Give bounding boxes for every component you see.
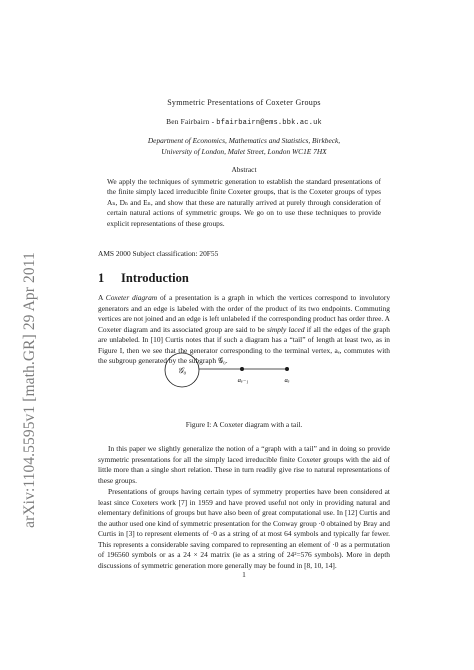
author-email: bfairbairn@ems.bbk.ac.uk: [216, 119, 322, 127]
affiliation-line-2: University of London, Malet Street, Lond…: [161, 147, 327, 156]
vertex-a-e-minus-1-label: aₑ₋₁: [238, 377, 249, 384]
intro-paragraph-2: In this paper we slightly generalize the…: [98, 444, 390, 485]
section-title: Introduction: [121, 271, 189, 285]
section-heading: 1 Introduction: [98, 271, 390, 286]
arxiv-side-stamp: arXiv:1104.5595v1 [math.GR] 29 Apr 2011: [19, 180, 41, 600]
vertex-a-e: [285, 367, 289, 371]
author-line: Ben Fairbairn - bfairbairn@ems.bbk.ac.uk: [98, 117, 390, 127]
abstract-text: We apply the techniques of symmetric gen…: [107, 177, 381, 228]
para1-text-c: if all the edges of the graph are unlabe…: [98, 324, 390, 366]
subgraph-node: [164, 352, 200, 388]
subgraph-node-label: 𝒢₀: [178, 366, 187, 375]
author-name: Ben Fairbairn -: [166, 117, 217, 126]
para1-term-coxeter-diagram: Coxeter diagram: [105, 293, 158, 302]
page-number: 1: [242, 570, 246, 579]
affiliation: Department of Economics, Mathematics and…: [98, 135, 390, 157]
figure-caption: Figure I: A Coxeter diagram with a tail.: [185, 420, 303, 429]
ams-classification: AMS 2000 Subject classification: 20F55: [98, 249, 219, 258]
abstract-heading: Abstract: [231, 165, 257, 174]
vertex-a-e-label: aₑ: [285, 377, 290, 384]
intro-paragraph-3: Presentations of groups having certain t…: [98, 487, 390, 570]
para1-text-b: of a presentation is a graph in which th…: [98, 293, 391, 334]
para1-term-simply-laced: simply laced: [266, 324, 305, 334]
affiliation-line-1: Department of Economics, Mathematics and…: [147, 136, 341, 145]
para1-text-a: A: [98, 293, 106, 302]
coxeter-diagram-figure: 𝒢₀ aₑ₋₁ aₑ: [164, 352, 290, 388]
arxiv-identifier: arXiv:1104.5595v1 [math.GR] 29 Apr 2011: [21, 252, 38, 528]
section-number: 1: [98, 271, 105, 285]
intro-paragraph-1: A Coxeter diagram of a presentation is a…: [98, 293, 390, 367]
paper-title: Symmetric Presentations of Coxeter Group…: [167, 98, 321, 107]
vertex-a-e-minus-1: [240, 367, 244, 371]
